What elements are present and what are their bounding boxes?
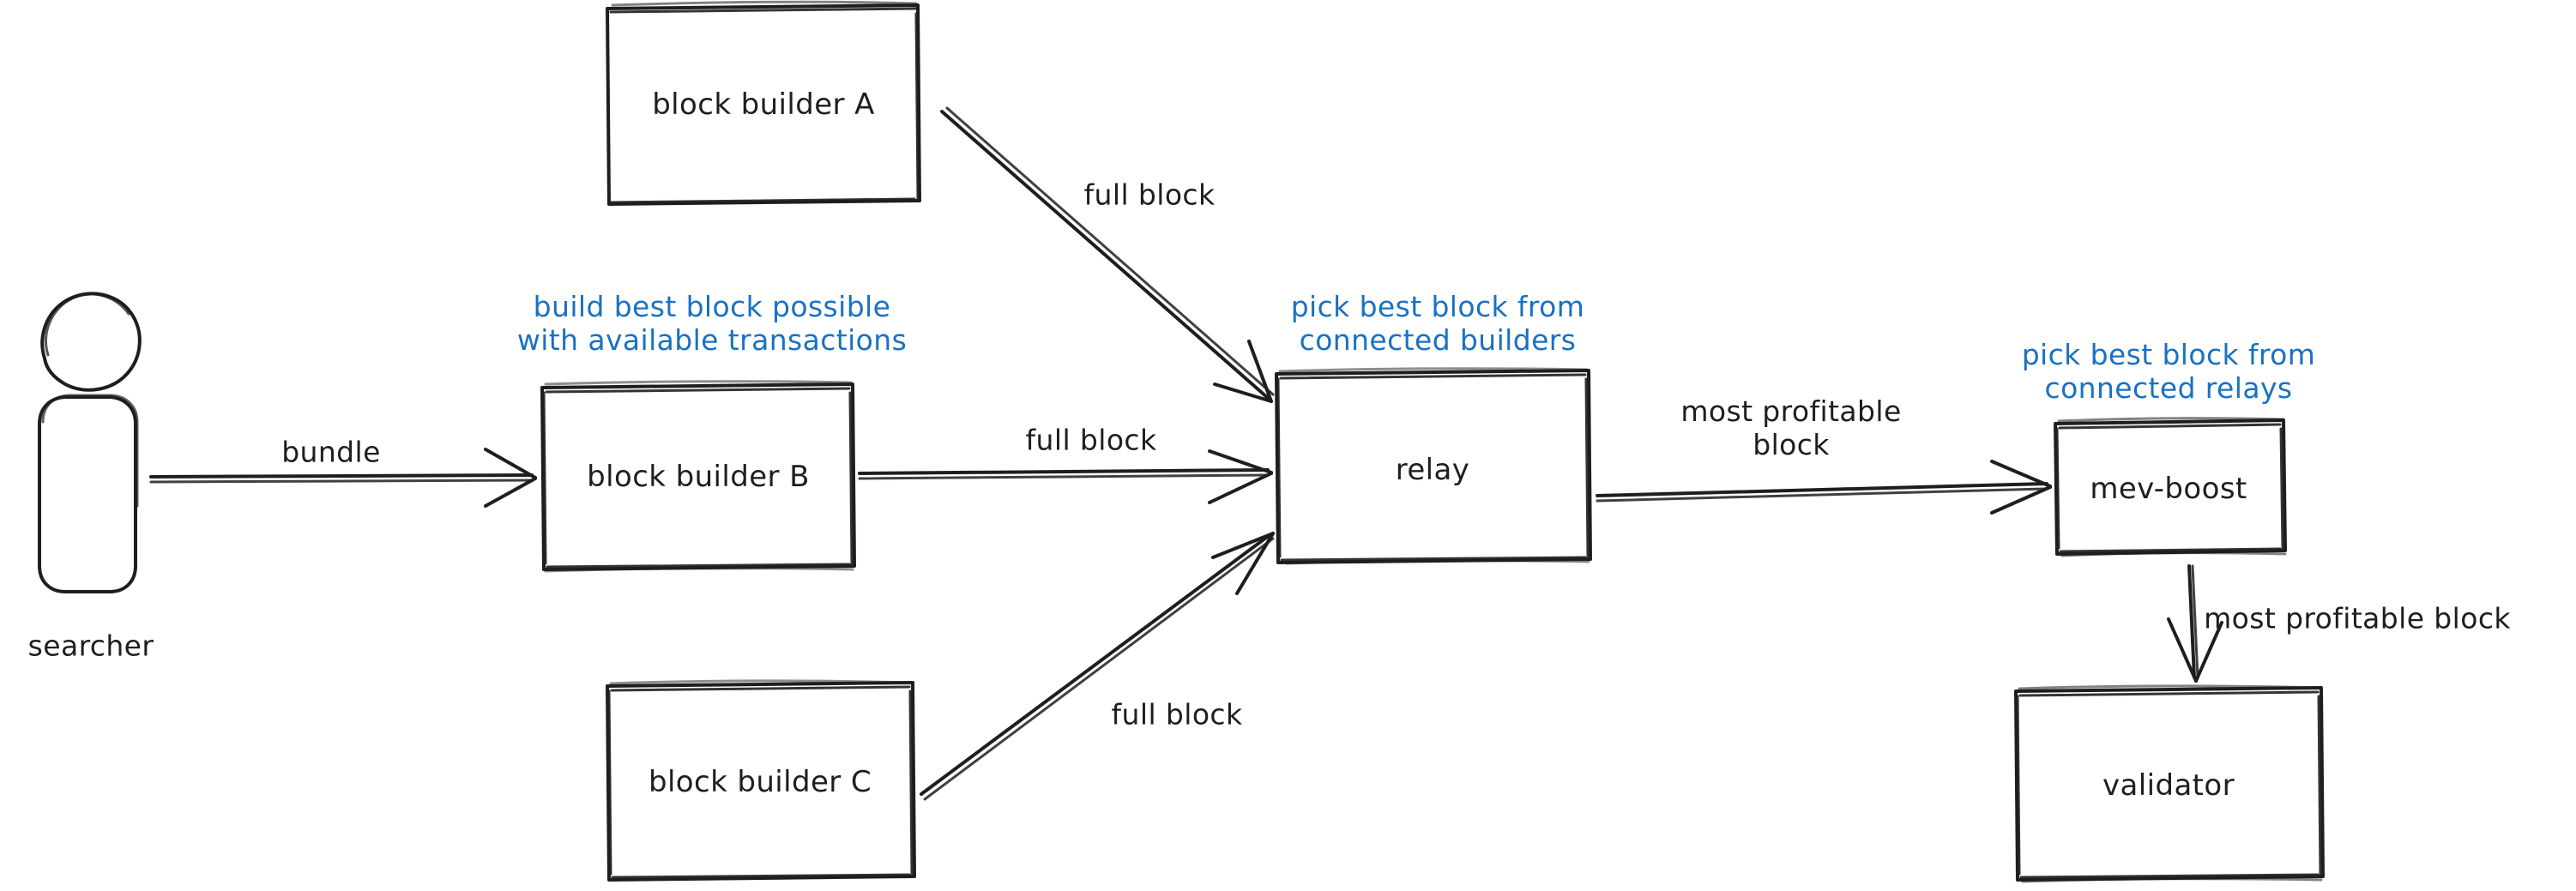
node-label-relay: relay xyxy=(1395,452,1470,487)
node-label-block-builder-a: block builder A xyxy=(652,87,875,122)
node-label-validator: validator xyxy=(2102,768,2235,803)
node-label-mev-boost: mev-boost xyxy=(2090,471,2247,506)
edge-searcher-to-builder-b[interactable] xyxy=(149,448,537,508)
edge-label-most-profitable-block-relay: most profitable block xyxy=(1680,394,1902,461)
node-label-block-builder-c: block builder C xyxy=(648,764,872,799)
edge-builder-a-to-relay[interactable] xyxy=(940,106,1275,403)
validator-box[interactable] xyxy=(2014,684,2325,883)
note-pick-best-block-relays: pick best block from connected relays xyxy=(2021,338,2316,405)
relay-box[interactable] xyxy=(1275,367,1592,565)
edge-label-bundle: bundle xyxy=(281,435,381,469)
edge-label-full-block-c: full block xyxy=(1111,697,1243,731)
edge-label-full-block-b: full block xyxy=(1025,423,1157,457)
block-builder-b-box[interactable] xyxy=(540,380,856,573)
block-builder-a-box[interactable] xyxy=(606,0,921,206)
edge-relay-to-mev-boost[interactable] xyxy=(1596,460,2052,515)
edge-builder-c-to-relay[interactable] xyxy=(920,532,1275,801)
edge-mev-boost-to-validator[interactable] xyxy=(2167,564,2223,683)
actor-label-searcher: searcher xyxy=(27,629,154,663)
edge-builder-b-to-relay[interactable] xyxy=(858,449,1273,504)
note-pick-best-block-builders: pick best block from connected builders xyxy=(1290,290,1585,357)
edge-label-most-profitable-block-validator: most profitable block xyxy=(2204,601,2511,635)
note-build-best-block: build best block possible with available… xyxy=(516,290,908,357)
node-label-block-builder-b: block builder B xyxy=(587,459,810,494)
mev-boost-box[interactable] xyxy=(2054,417,2287,557)
searcher-person-icon[interactable] xyxy=(38,292,142,593)
block-builder-c-box[interactable] xyxy=(606,679,916,882)
edge-label-full-block-a: full block xyxy=(1083,178,1216,212)
